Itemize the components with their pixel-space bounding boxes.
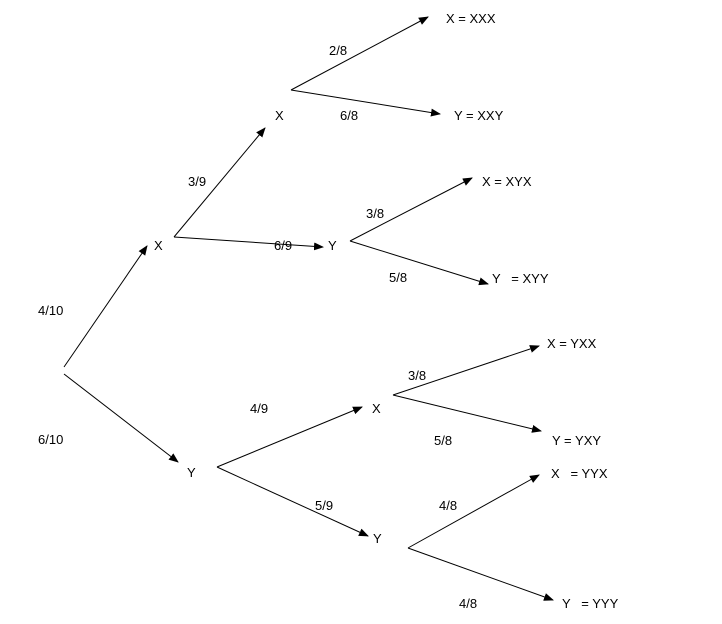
- prob-xy-x: 3/8: [366, 206, 384, 221]
- branch-yy-y: [407, 547, 554, 601]
- prob-y-x: 4/9: [250, 401, 268, 416]
- node-labels: X Y X Y X Y: [154, 108, 382, 546]
- node-yy: Y: [373, 531, 382, 546]
- branch-xx-y: [290, 89, 441, 117]
- branches: [63, 16, 554, 601]
- branch-x-y: [173, 236, 324, 251]
- prob-xx-x: 2/8: [329, 43, 347, 58]
- node-yx: X: [372, 401, 381, 416]
- node-xy: Y: [328, 238, 337, 253]
- branch-yy-x: [407, 474, 540, 549]
- prob-xy-y: 5/8: [389, 270, 407, 285]
- outcome-xyy: Y = XYY: [492, 271, 549, 286]
- prob-yx-x: 3/8: [408, 368, 426, 383]
- outcome-xyx: X = XYX: [482, 174, 532, 189]
- prob-root-x: 4/10: [38, 303, 63, 318]
- outcome-labels: X = XXX Y = XXY X = XYX Y = XYY X = YXX …: [446, 11, 619, 611]
- prob-x-y: 6/9: [274, 238, 292, 253]
- branch-root-x: [63, 245, 148, 368]
- branch-y-x: [216, 406, 363, 468]
- outcome-yyy: Y = YYY: [562, 596, 619, 611]
- prob-root-y: 6/10: [38, 432, 63, 447]
- node-x: X: [154, 238, 163, 253]
- branch-x-x: [173, 127, 266, 238]
- branch-y-y: [216, 466, 369, 537]
- prob-y-y: 5/9: [315, 498, 333, 513]
- branch-xy-y: [349, 240, 489, 286]
- branch-xy-x: [349, 177, 473, 242]
- branch-yx-x: [392, 345, 540, 396]
- outcome-xxx: X = XXX: [446, 11, 496, 26]
- branch-root-y: [63, 373, 179, 463]
- outcome-xxy: Y = XXY: [454, 108, 504, 123]
- branch-yx-y: [392, 394, 542, 433]
- probability-labels: 4/10 6/10 3/9 6/9 4/9 5/9 2/8 6/8 3/8 5/…: [38, 43, 477, 611]
- prob-yy-x: 4/8: [439, 498, 457, 513]
- prob-xx-y: 6/8: [340, 108, 358, 123]
- outcome-yxy: Y = YXY: [552, 433, 601, 448]
- node-y: Y: [187, 465, 196, 480]
- branch-xx-x: [290, 16, 429, 91]
- prob-yx-y: 5/8: [434, 433, 452, 448]
- prob-yy-y: 4/8: [459, 596, 477, 611]
- node-xx: X: [275, 108, 284, 123]
- prob-x-x: 3/9: [188, 174, 206, 189]
- outcome-yyx: X = YYX: [551, 466, 608, 481]
- outcome-yxx: X = YXX: [547, 336, 597, 351]
